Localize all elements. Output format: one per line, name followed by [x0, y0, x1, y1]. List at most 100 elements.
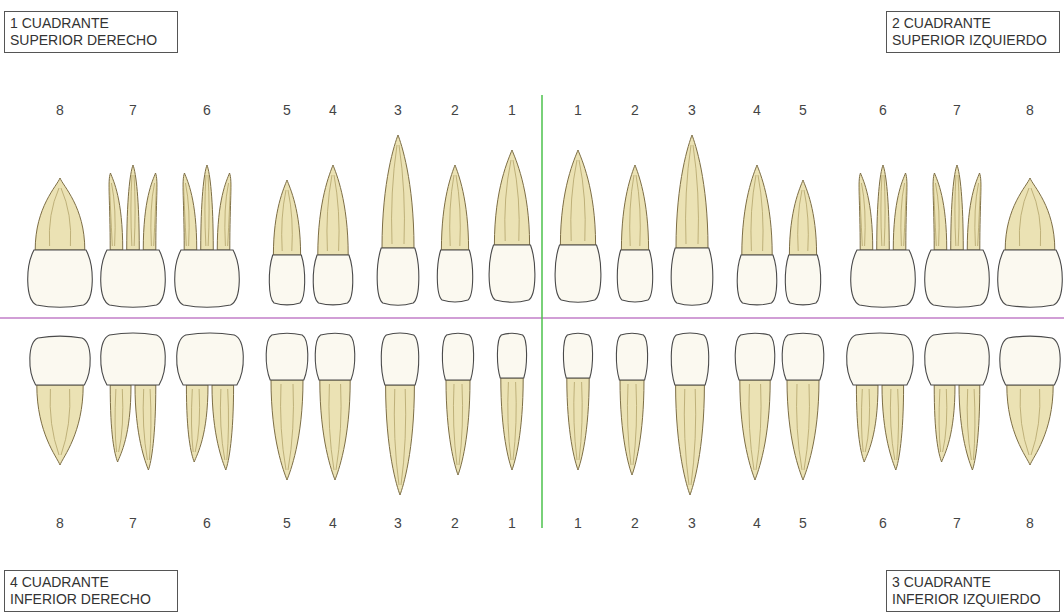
root-shading [282, 190, 293, 251]
root-shading [967, 389, 975, 460]
tooth-crown [177, 333, 244, 385]
root-shading [901, 183, 907, 246]
quadrant-label: 1 CUADRANTE SUPERIOR DERECHO [10, 15, 172, 49]
tooth-root [109, 173, 123, 250]
tooth-drawing [101, 333, 166, 470]
tooth-crown [555, 245, 601, 302]
tooth-drawing [617, 165, 652, 302]
root-shading [505, 160, 519, 241]
tooth-number: 4 [329, 515, 337, 531]
tooth-drawing [315, 333, 355, 480]
tooth-number: 8 [1026, 515, 1034, 531]
root-shading [939, 389, 947, 452]
root-shading [50, 389, 70, 455]
tooth-crown [381, 333, 418, 385]
tooth-crown [847, 333, 914, 385]
tooth-crown [437, 250, 472, 302]
tooth-crown [735, 333, 775, 380]
quadrant-label: 4 CUADRANTE INFERIOR DERECHO [10, 574, 172, 608]
tooth-number: 6 [879, 102, 887, 118]
tooth-number: 4 [329, 102, 337, 118]
tooth-root [501, 378, 523, 470]
root-shading [630, 175, 641, 246]
tooth-drawing [266, 333, 308, 480]
tooth-root [143, 173, 157, 250]
root-shading [859, 183, 865, 246]
tooth-root [676, 385, 705, 495]
tooth-number: 8 [1026, 102, 1034, 118]
tooth-drawing [442, 333, 473, 475]
tooth-root [959, 385, 980, 470]
tooth-drawing [489, 150, 535, 302]
tooth-root [676, 135, 708, 248]
tooth-crown [497, 333, 526, 378]
root-shading [220, 389, 228, 460]
tooth-drawing [671, 333, 708, 495]
tooth-crown [998, 250, 1063, 307]
root-shading [797, 384, 810, 470]
root-shading [975, 183, 981, 246]
tooth-crown [266, 333, 308, 380]
occlusal-line [0, 317, 1064, 319]
tooth-crown [377, 248, 419, 305]
tooth-drawing [555, 150, 601, 302]
root-shading [627, 384, 636, 465]
tooth-root [186, 385, 208, 462]
root-shading [890, 389, 898, 460]
tooth-crown [737, 255, 777, 305]
tooth-number: 8 [56, 102, 64, 118]
quadrant-box: 2 CUADRANTE SUPERIOR IZQUIERDO [886, 11, 1060, 53]
root-shading [1019, 188, 1040, 246]
tooth-root [217, 173, 231, 250]
root-shading [686, 145, 699, 244]
root-shading [798, 190, 809, 251]
root-shading [191, 389, 199, 452]
tooth-root [320, 380, 350, 480]
tooth-crown [925, 250, 990, 307]
tooth-crown [782, 333, 824, 380]
tooth-root [787, 380, 819, 480]
tooth-drawing [30, 336, 90, 465]
quadrant-label: 2 CUADRANTE SUPERIOR IZQUIERDO [892, 15, 1054, 49]
tooth-drawing [737, 165, 777, 305]
tooth-drawing [616, 333, 647, 475]
tooth-root [740, 380, 770, 480]
tooth-drawing [381, 333, 418, 495]
tooth-number: 5 [283, 102, 291, 118]
root-shading [327, 175, 339, 251]
tooth-drawing [735, 333, 775, 480]
tooth-number: 3 [688, 515, 696, 531]
tooth-root [441, 165, 468, 250]
quadrant-label: 3 CUADRANTE INFERIOR IZQUIERDO [892, 574, 1054, 608]
tooth-drawing [847, 333, 914, 470]
tooth-root [951, 165, 964, 250]
tooth-root [382, 135, 414, 248]
tooth-crown [313, 255, 353, 305]
tooth-root [859, 173, 873, 250]
tooth-root [318, 165, 348, 255]
tooth-crown [1000, 336, 1060, 385]
tooth-root [37, 385, 83, 465]
tooth-root [183, 173, 197, 250]
root-shading [749, 384, 761, 470]
tooth-root [135, 385, 156, 470]
tooth-crown [101, 250, 166, 307]
tooth-number: 2 [631, 515, 639, 531]
tooth-drawing [175, 165, 240, 307]
tooth-drawing [1000, 336, 1060, 465]
tooth-root [271, 380, 303, 480]
tooth-root [893, 173, 907, 250]
tooth-root [621, 165, 648, 250]
tooth-root [877, 165, 890, 250]
tooth-crown [925, 333, 990, 385]
tooth-drawing [437, 165, 472, 302]
tooth-crown [851, 250, 916, 307]
tooth-crown [616, 333, 647, 380]
tooth-number: 2 [451, 515, 459, 531]
tooth-drawing [925, 333, 990, 470]
tooth-crown [671, 333, 708, 385]
root-shading [571, 160, 585, 241]
tooth-drawing [851, 165, 916, 307]
tooth-drawing [101, 165, 166, 307]
